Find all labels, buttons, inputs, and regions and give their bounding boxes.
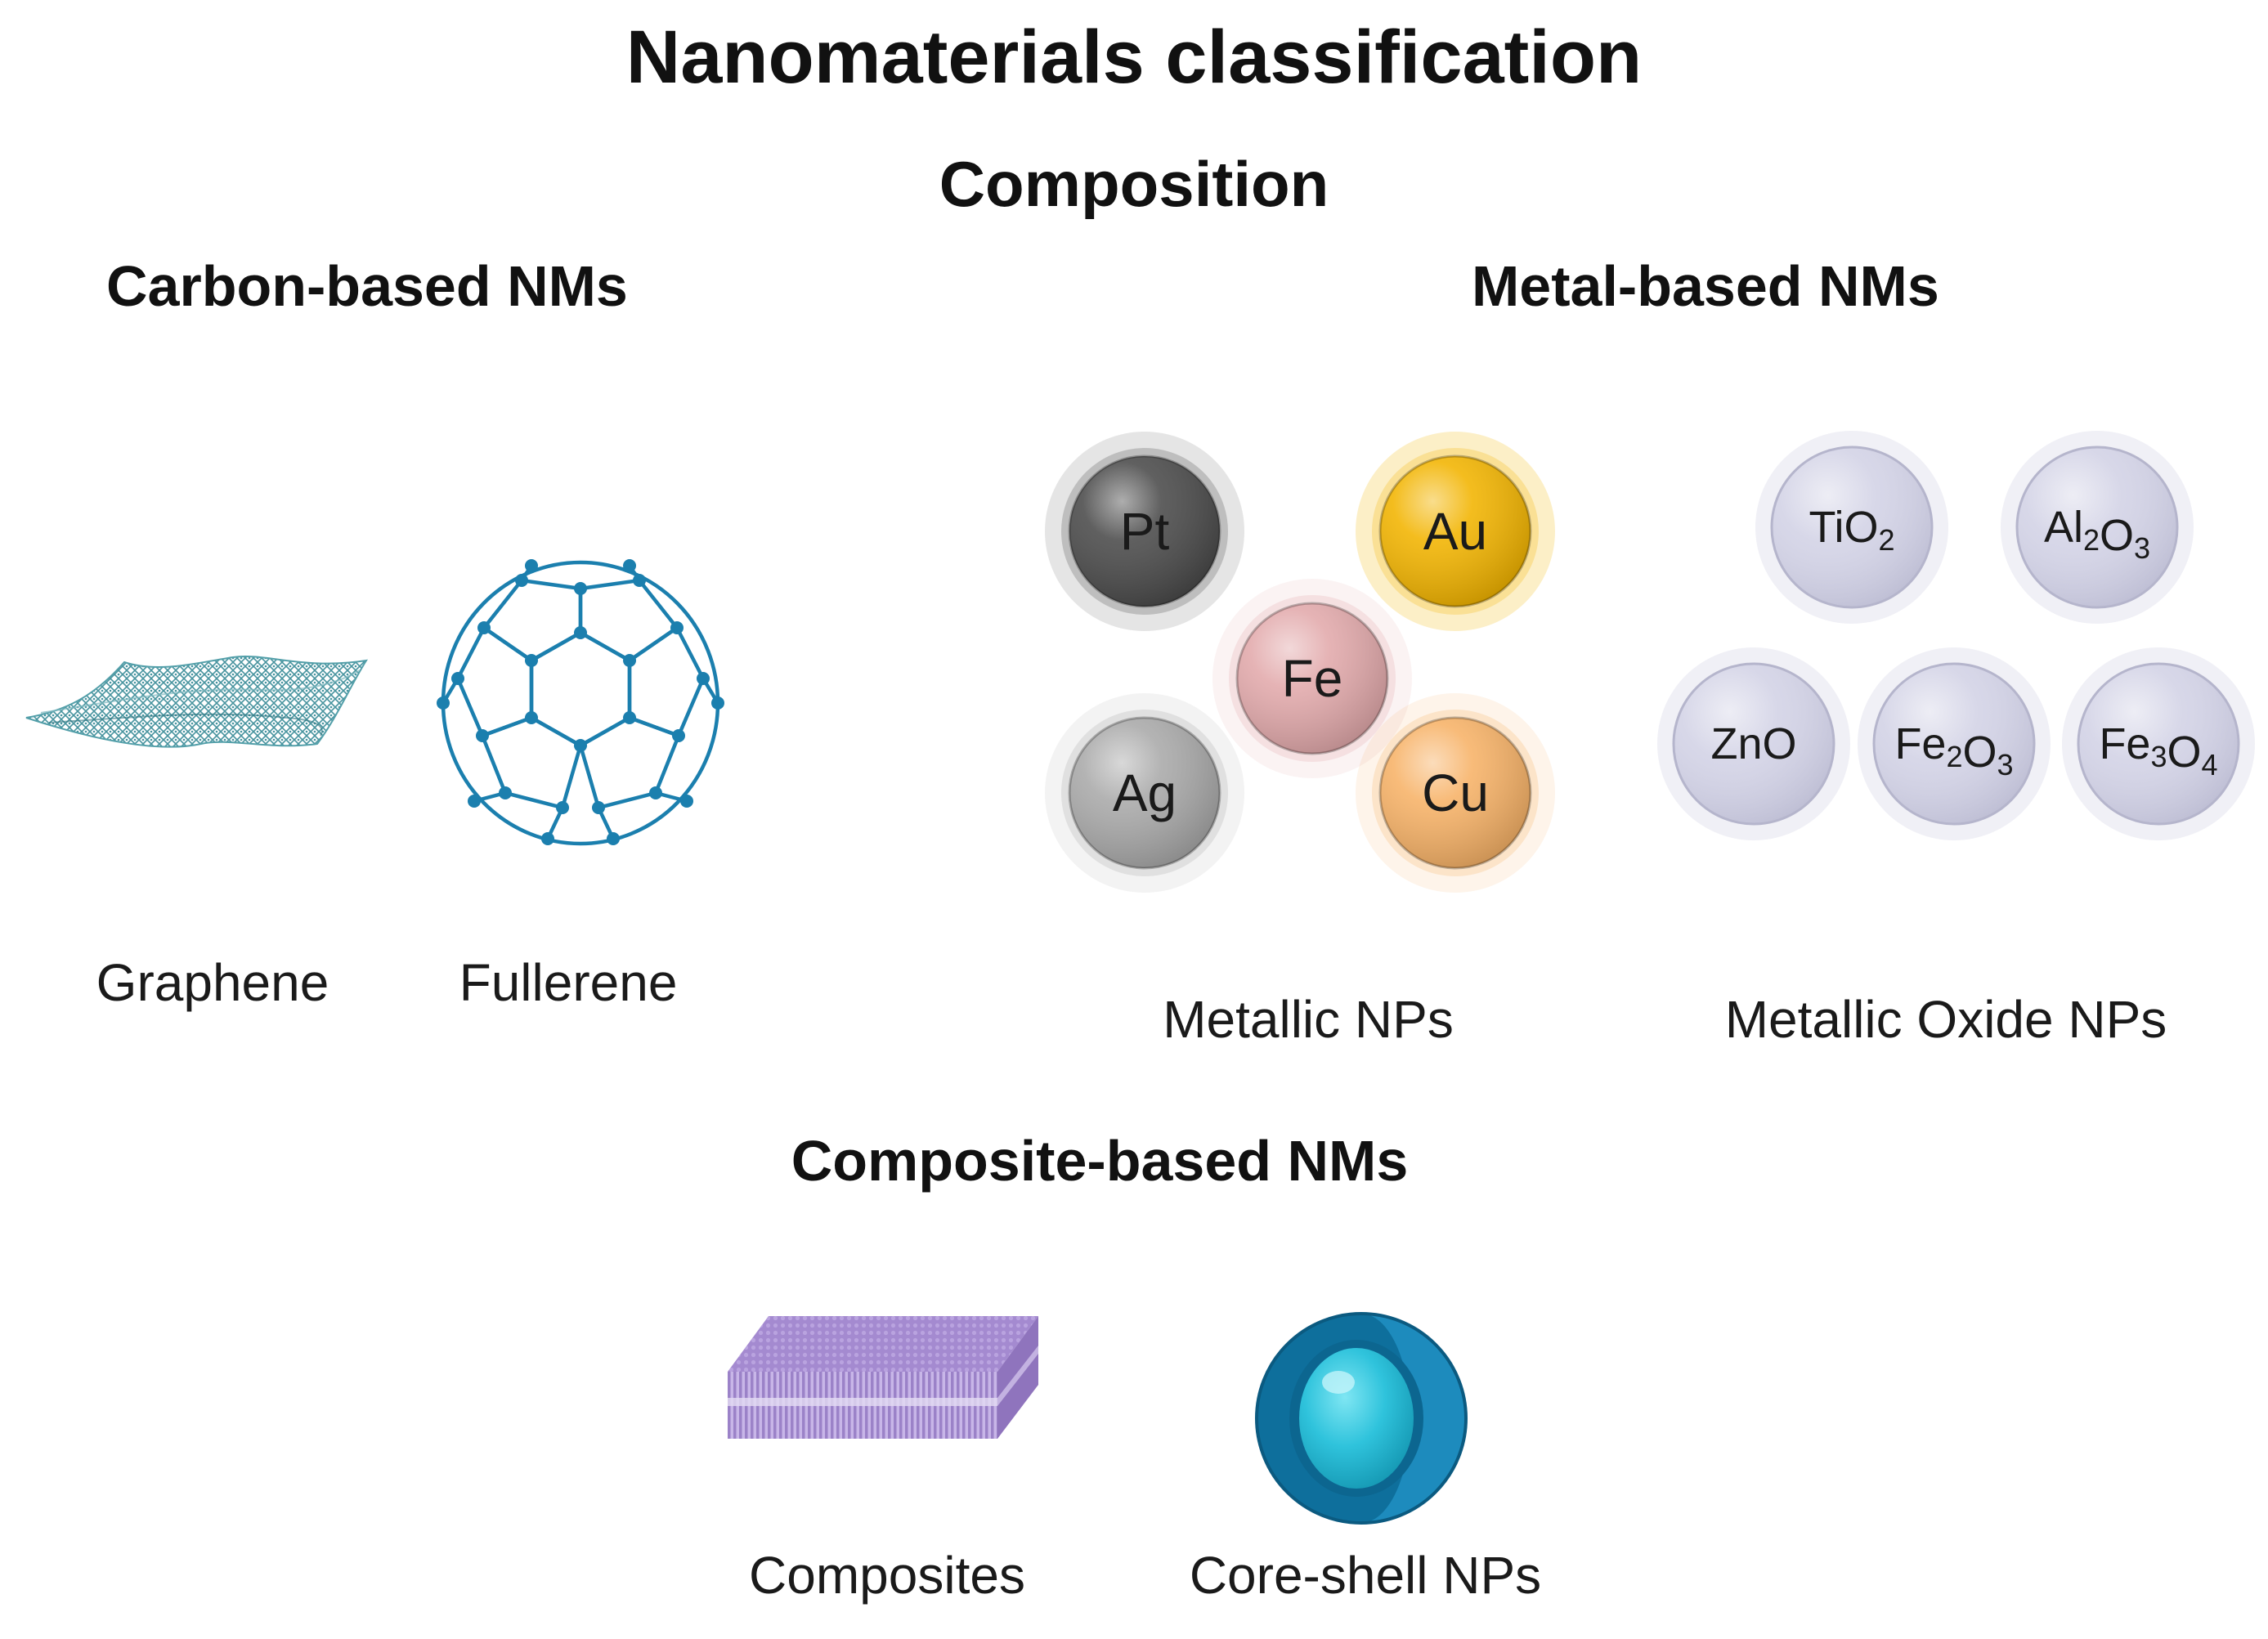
- oxide-formula: ZnO: [1710, 719, 1796, 768]
- composite-section-heading: Composite-based NMs: [791, 1129, 1409, 1193]
- oxide-particle: Fe3O4: [2062, 647, 2255, 840]
- metal-particle-ag: Ag: [1045, 693, 1244, 893]
- diagram-title: Nanomaterials classification: [625, 16, 1643, 99]
- metal-section-heading: Metal-based NMs: [1472, 254, 1939, 318]
- metal-symbol: Fe: [1282, 649, 1343, 708]
- oxide-formula: Al2O3: [2044, 503, 2150, 565]
- oxide-formula: Fe3O4: [2099, 719, 2217, 781]
- metal-particle-pt: Pt: [1045, 432, 1244, 631]
- metal-particle-cu: Cu: [1356, 693, 1555, 893]
- metallic-nps-label: Metallic NPs: [1163, 990, 1454, 1049]
- oxide-particle: TiO2: [1755, 431, 1948, 624]
- core-shell-np-icon: [1255, 1312, 1468, 1525]
- oxide-formula: TiO2: [1809, 503, 1894, 557]
- metal-symbol: Ag: [1113, 764, 1177, 822]
- metal-symbol: Pt: [1120, 502, 1170, 561]
- metallic-oxide-nps-label: Metallic Oxide NPs: [1724, 990, 2167, 1049]
- graphene-label: Graphene: [96, 953, 329, 1012]
- oxide-particle: Fe2O3: [1858, 647, 2051, 840]
- metal-particle-au: Au: [1356, 432, 1555, 631]
- fullerene-label: Fullerene: [459, 953, 678, 1012]
- graphene-sheet-icon: [25, 655, 369, 748]
- oxide-particle: Al2O3: [2001, 431, 2194, 624]
- metal-symbol: Au: [1423, 502, 1487, 561]
- carbon-section-heading: Carbon-based NMs: [106, 254, 628, 318]
- diagram-subtitle: Composition: [939, 148, 1329, 220]
- composites-label: Composites: [749, 1546, 1025, 1605]
- metal-particle-fe: Fe: [1212, 579, 1412, 778]
- fullerene-icon: [437, 559, 724, 846]
- oxide-particle: ZnO: [1657, 647, 1850, 840]
- oxide-formula: Fe2O3: [1894, 719, 2013, 781]
- core-shell-nps-label: Core-shell NPs: [1189, 1546, 1542, 1605]
- metal-symbol: Cu: [1422, 764, 1489, 822]
- composites-icon: [728, 1316, 1038, 1439]
